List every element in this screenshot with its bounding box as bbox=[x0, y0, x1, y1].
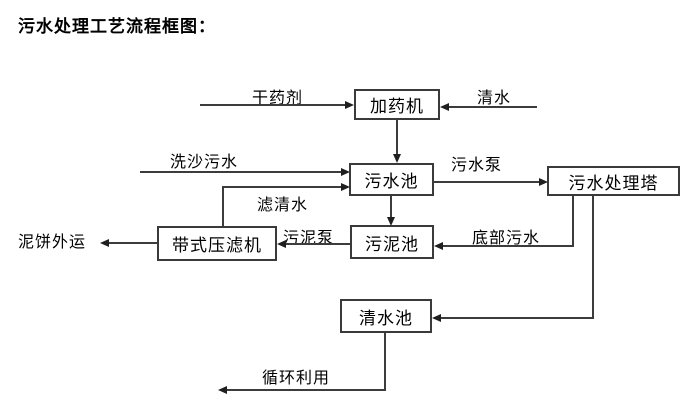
edge-sand-wash-line bbox=[140, 171, 341, 173]
node-treatment-tower: 污水处理塔 bbox=[547, 166, 680, 196]
label-sewage-pump: 污水泵 bbox=[451, 151, 503, 175]
edge-filtered-water-line bbox=[222, 186, 341, 188]
edge-sewage-to-sludge-line bbox=[390, 196, 392, 217]
node-sewage-pool: 污水池 bbox=[349, 163, 434, 196]
arrow-down-icon bbox=[393, 154, 401, 163]
edge-sludge-pump-line bbox=[286, 243, 350, 245]
edge-dosing-to-sewage-line bbox=[396, 120, 398, 154]
arrow-right-icon bbox=[539, 178, 548, 186]
arrow-left-icon bbox=[432, 314, 441, 322]
edge-mud-cake-line bbox=[109, 242, 157, 244]
edge-dry-agent-line bbox=[200, 104, 346, 106]
edge-tower-to-clean-line bbox=[441, 317, 594, 319]
arrow-left-icon bbox=[218, 386, 227, 394]
node-clean-water-pool: 清水池 bbox=[340, 299, 432, 333]
edge-bottom-sewage-line bbox=[443, 245, 574, 247]
label-bottom-sewage: 底部污水 bbox=[472, 224, 541, 248]
edge-recycle-vline bbox=[384, 333, 386, 391]
edge-clean-water-line bbox=[449, 106, 537, 108]
arrow-right-icon bbox=[341, 183, 350, 191]
label-mud-cake-out: 泥饼外运 bbox=[18, 228, 87, 252]
node-belt-filter-press: 带式压滤机 bbox=[157, 226, 277, 261]
edge-sewage-pump-line bbox=[434, 181, 539, 183]
edge-tower-to-clean-vline bbox=[592, 196, 594, 318]
arrow-left-icon bbox=[434, 242, 443, 250]
edge-filtered-water-vline bbox=[222, 186, 224, 226]
edge-recycle-line bbox=[227, 389, 386, 391]
page-title: 污水处理工艺流程框图： bbox=[18, 17, 216, 36]
edge-bottom-sewage-vline bbox=[572, 196, 574, 246]
label-sand-wash-sewage: 洗沙污水 bbox=[170, 148, 239, 172]
arrow-left-icon bbox=[277, 240, 286, 248]
node-sludge-pool: 污泥池 bbox=[350, 225, 434, 259]
label-clean-water: 清水 bbox=[477, 84, 512, 108]
arrow-down-icon bbox=[387, 217, 395, 226]
arrow-right-icon bbox=[345, 101, 354, 109]
arrow-right-icon bbox=[341, 168, 350, 176]
node-dosing-machine: 加药机 bbox=[354, 89, 440, 120]
label-filtered-water: 滤清水 bbox=[257, 191, 309, 215]
label-recycle-use: 循环利用 bbox=[262, 364, 331, 388]
arrow-left-icon bbox=[100, 239, 109, 247]
arrow-left-icon bbox=[440, 103, 449, 111]
